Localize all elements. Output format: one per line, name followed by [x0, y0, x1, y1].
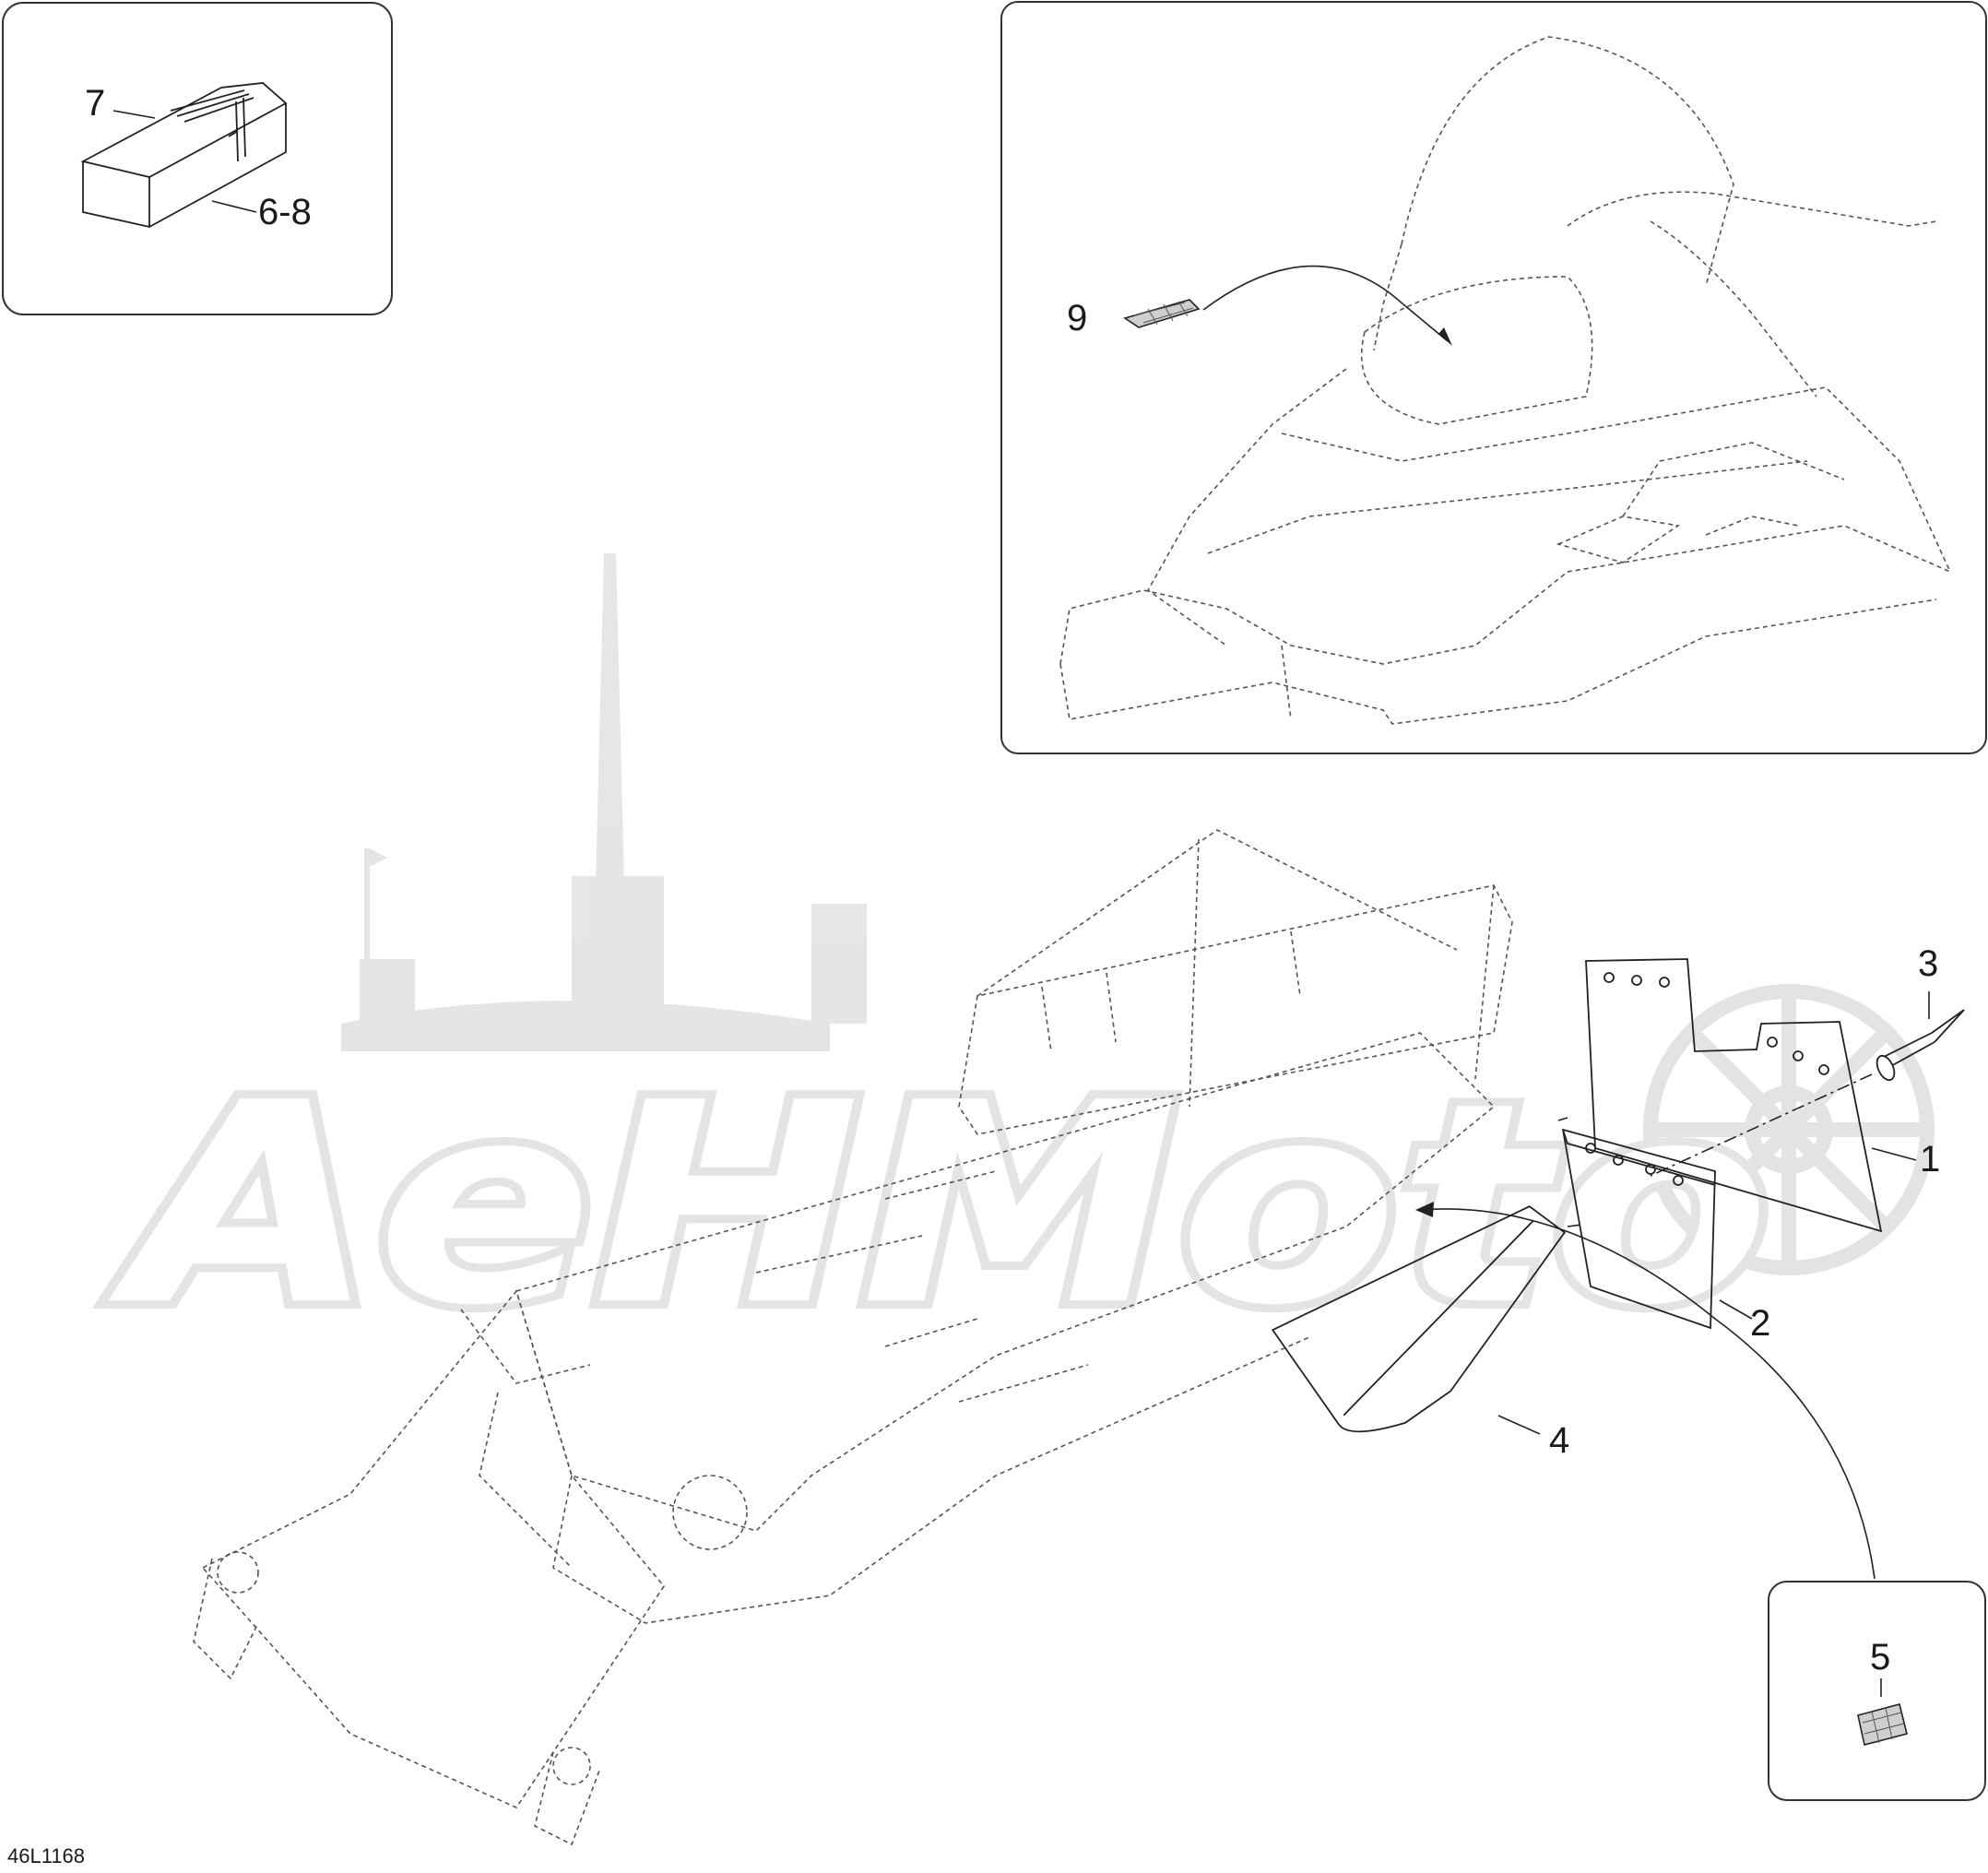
callout-2: 2	[1750, 1303, 1770, 1344]
assembly-line-rivet	[1650, 1073, 1873, 1177]
inset-vehicle-body: 9	[1000, 1, 1987, 754]
leader-2	[1719, 1299, 1753, 1320]
leader-5-to-assembly	[1419, 1208, 1876, 1580]
arrow-5	[1415, 1202, 1434, 1217]
part-4-skid-guard: 4	[1271, 1205, 1569, 1461]
callout-6-8: 6-8	[258, 192, 312, 232]
leader-6-8	[211, 200, 257, 213]
decal-9-illustration	[1123, 299, 1201, 328]
callout-4: 4	[1549, 1420, 1569, 1461]
inset-body-border	[1000, 1, 1987, 754]
part-3-rivet: 3	[1876, 943, 1965, 1082]
callout-3: 3	[1918, 943, 1938, 984]
diagram-id: 46L1168	[7, 1844, 85, 1867]
assembly-line-flap	[1557, 1117, 1582, 1227]
tunnel-deck	[515, 1032, 1496, 1532]
callout-7: 7	[85, 83, 105, 124]
main-assembly	[193, 829, 1513, 1846]
inset-seat-border	[2, 2, 393, 315]
callout-1: 1	[1920, 1139, 1940, 1180]
inset-decal-border	[1768, 1581, 1986, 1801]
callout-5: 5	[1870, 1637, 1890, 1677]
leader-4	[1497, 1415, 1541, 1435]
watermark-wheel	[1643, 984, 1935, 1275]
part-2-bracket: 2	[1561, 1128, 1770, 1344]
watermark: AeHMoto	[96, 553, 1935, 1374]
inset-seat: 7 6-8	[2, 2, 393, 315]
inset-decal-5: 5	[1415, 1202, 1986, 1801]
watermark-text: AeHMoto	[104, 1044, 1770, 1366]
part-1-mud-flap: 1	[1585, 958, 1940, 1233]
arrow-9	[1438, 327, 1452, 346]
watermark-skyline	[341, 553, 867, 1051]
callout-9: 9	[1067, 298, 1087, 338]
front-frame	[201, 1289, 665, 1809]
leader-1	[1871, 1147, 1917, 1161]
leader-7	[112, 110, 156, 119]
seat-cushion-illustration	[80, 82, 288, 229]
leader-9	[1202, 265, 1449, 342]
snowmobile-body-outline	[1059, 36, 1951, 725]
